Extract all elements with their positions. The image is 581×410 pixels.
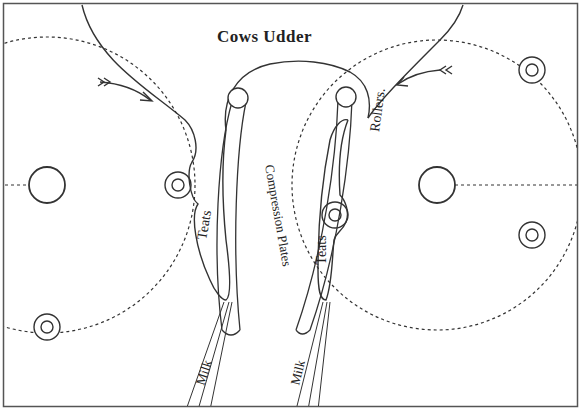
part-name: Cows Udder	[217, 28, 312, 45]
part-name: Milk	[194, 358, 214, 386]
part-name: Compression Plates	[263, 163, 294, 267]
part-name: Teats	[315, 235, 329, 264]
part-name: Teats	[196, 209, 215, 240]
part-name: Rollers.	[368, 87, 388, 132]
part-name: Milk	[289, 358, 308, 386]
